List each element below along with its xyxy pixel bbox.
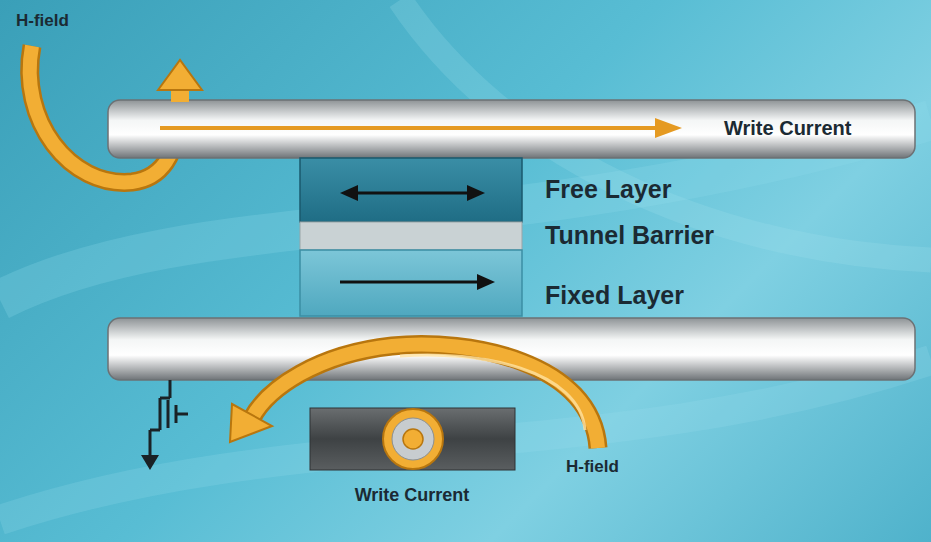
free-layer-arrowhead [340, 185, 358, 201]
layer-label: Free Layer [545, 176, 671, 204]
fixed-layer-arrowhead [477, 274, 495, 290]
write-current-symbol [403, 429, 423, 449]
h-field-ribbon [252, 345, 598, 448]
free-layer-moment [352, 192, 472, 195]
write-current-symbol [383, 409, 443, 469]
layer-label: Tunnel Barrier [545, 222, 714, 250]
bottom-write-line [310, 408, 515, 470]
field-label: H-field [566, 458, 619, 477]
fixed-layer-moment [340, 281, 482, 284]
h-field-arrowhead [158, 60, 202, 90]
top-write-line [108, 100, 915, 158]
write-current-arrowhead [655, 118, 682, 138]
background-swoosh [0, 360, 931, 520]
tunnel-barrier [300, 222, 522, 250]
current-label: Write Current [724, 117, 851, 139]
field-label: H-field [16, 12, 69, 31]
ground-arrow [141, 455, 159, 470]
write-current-symbol [392, 418, 434, 460]
free-layer-arrowhead [467, 185, 485, 201]
current-label: Write Current [355, 486, 470, 506]
access-transistor [150, 380, 188, 455]
h-field-arrowhead [230, 404, 272, 442]
h-field-highlight [400, 355, 585, 430]
write-current-arrow [160, 126, 660, 130]
free-layer [300, 158, 522, 222]
h-field-ribbon [252, 345, 598, 448]
fixed-layer [300, 250, 522, 316]
layer-label: Fixed Layer [545, 282, 684, 310]
